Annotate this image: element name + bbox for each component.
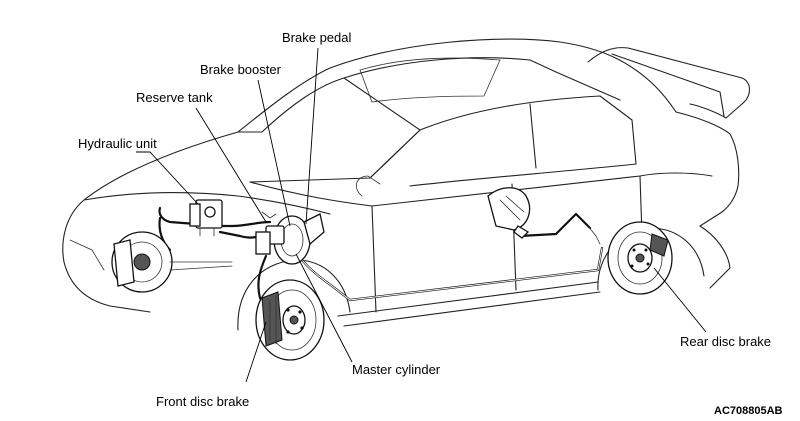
brake-booster bbox=[255, 211, 325, 265]
label-reserve-tank: Reserve tank bbox=[136, 90, 213, 105]
label-rear-disc-brake: Rear disc brake bbox=[680, 334, 771, 349]
figure-code: AC708805AB bbox=[714, 405, 783, 417]
brake-pedal bbox=[487, 187, 531, 239]
leader-lines bbox=[136, 47, 707, 383]
hydraulic-unit bbox=[189, 199, 223, 237]
leader-master-cylinder bbox=[295, 253, 353, 363]
leader-hydraulic-unit bbox=[136, 151, 199, 205]
label-hydraulic-unit: Hydraulic unit bbox=[78, 136, 157, 151]
label-brake-pedal: Brake pedal bbox=[282, 30, 351, 45]
front-left-brake bbox=[111, 231, 233, 293]
brake-lines bbox=[158, 206, 604, 312]
rear-disc-brake bbox=[607, 221, 673, 295]
front-right-disc-brake bbox=[255, 279, 325, 361]
callout-labels: Brake pedal Brake booster Reserve tank H… bbox=[78, 30, 783, 417]
label-brake-booster: Brake booster bbox=[200, 62, 282, 77]
leader-reserve-tank bbox=[195, 107, 267, 223]
label-master-cylinder: Master cylinder bbox=[352, 362, 441, 377]
leader-front-disc-brake bbox=[245, 321, 267, 383]
leader-brake-booster bbox=[257, 79, 291, 227]
leader-brake-pedal bbox=[305, 47, 319, 225]
label-front-disc-brake: Front disc brake bbox=[156, 394, 249, 409]
leader-rear-disc-brake bbox=[653, 267, 707, 333]
